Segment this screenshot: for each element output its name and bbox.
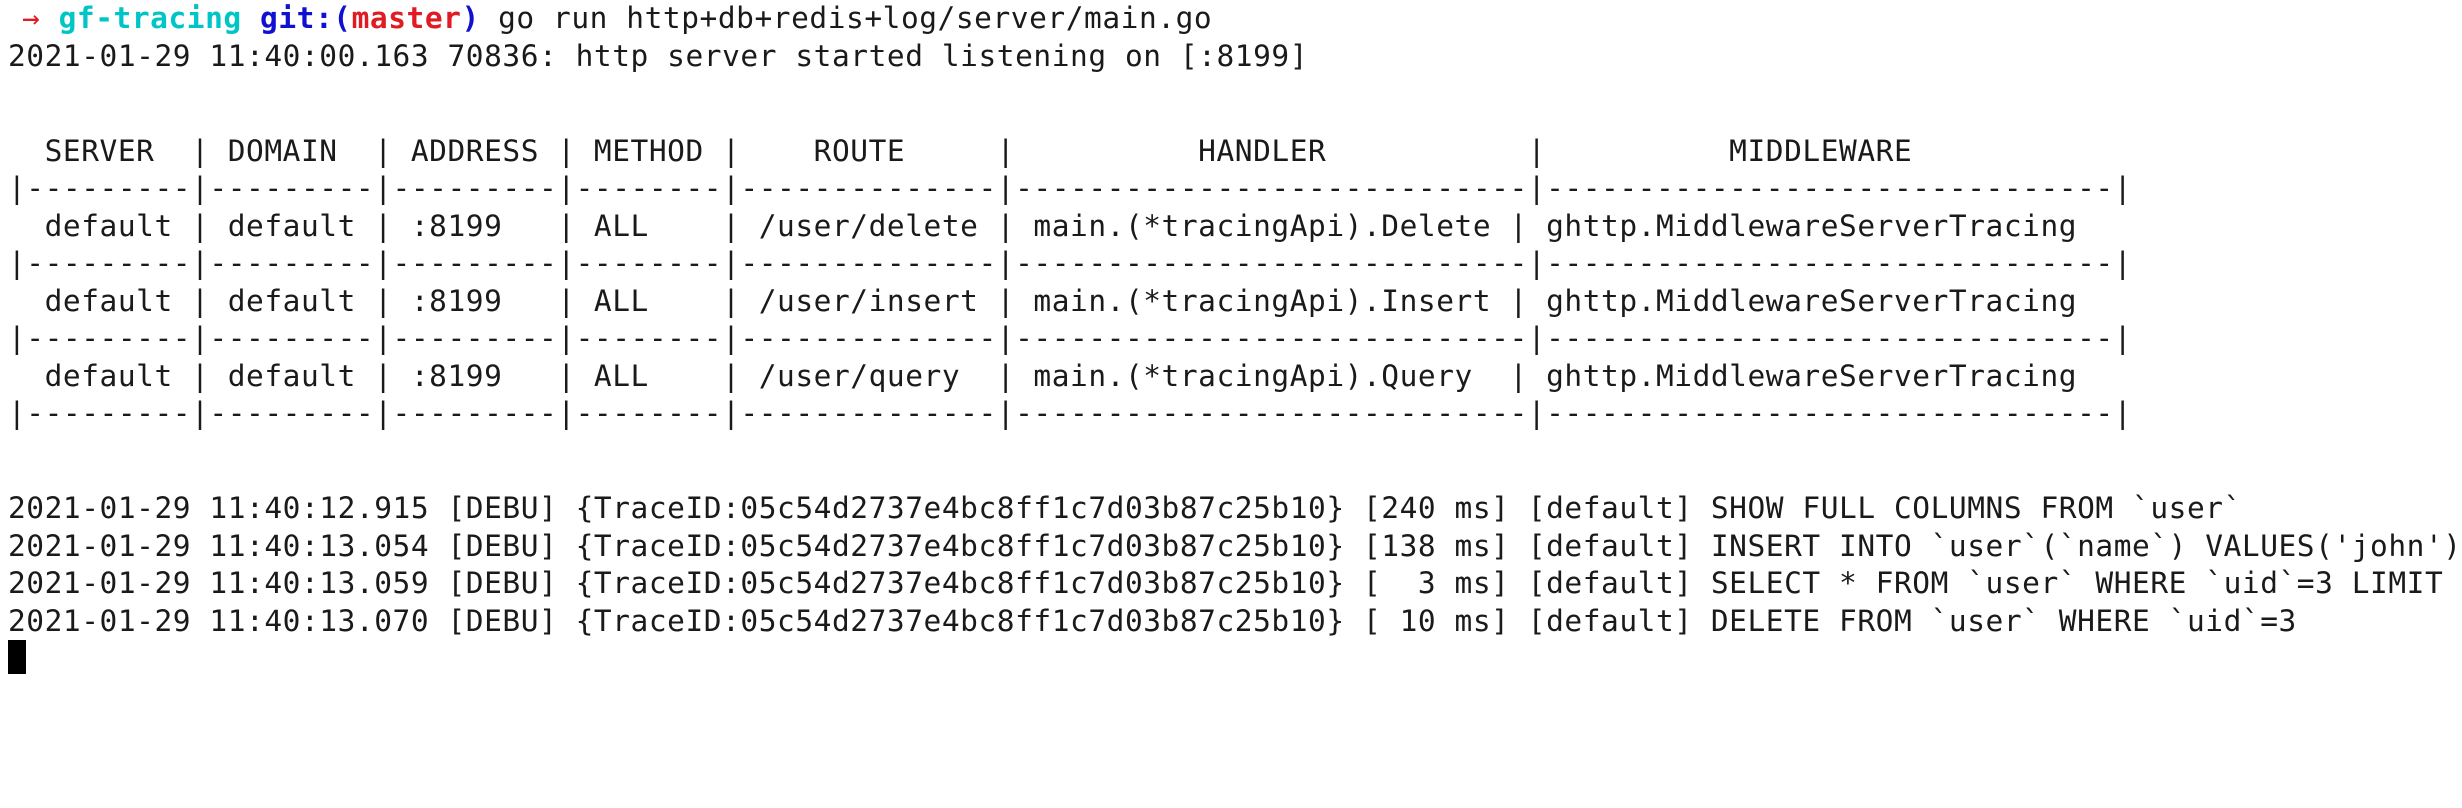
text-cursor[interactable] — [8, 640, 26, 674]
prompt-space-2 — [242, 1, 260, 35]
prompt-space — [40, 1, 58, 35]
prompt-space-3 — [480, 1, 498, 35]
prompt-repo-name: gf-tracing — [58, 1, 242, 35]
prompt-git-prefix: git:( — [260, 1, 352, 35]
route-table-header: SERVER | DOMAIN | ADDRESS | METHOD | ROU… — [8, 133, 2114, 168]
route-table-separator-0: |---------|---------|---------|--------|… — [8, 171, 2133, 205]
log-line: 2021-01-29 11:40:12.915 [DEBU] {TraceID:… — [8, 491, 2242, 525]
log-line: 2021-01-29 11:40:13.070 [DEBU] {TraceID:… — [8, 603, 2297, 638]
route-table-separator-2: |---------|---------|---------|--------|… — [8, 321, 2133, 355]
log-line: 2021-01-29 11:40:13.059 [DEBU] {TraceID:… — [8, 566, 2462, 600]
cursor-row — [0, 640, 2462, 680]
table-row: default | default | :8199 | ALL | /user/… — [8, 283, 2096, 318]
table-row: default | default | :8199 | ALL | /user/… — [8, 208, 2096, 243]
prompt-git-branch: master — [351, 1, 462, 35]
spacer-1b — [0, 113, 2462, 133]
route-table-separator-3: |---------|---------|---------|--------|… — [8, 396, 2133, 430]
log-line: 2021-01-29 11:40:13.054 [DEBU] {TraceID:… — [8, 528, 2462, 563]
spacer-1 — [0, 75, 2462, 113]
server-startup-line: 2021-01-29 11:40:00.163 70836: http serv… — [8, 38, 1309, 73]
table-row: default | default | :8199 | ALL | /user/… — [8, 358, 2096, 393]
spacer-2 — [0, 433, 2462, 471]
prompt-arrow-icon: → — [22, 1, 41, 35]
prompt-git-suffix: ) — [461, 1, 480, 35]
spacer-2b — [0, 470, 2462, 490]
shell-prompt-line: → gf-tracing git:(master) go run http+db… — [0, 0, 2462, 38]
route-table-separator-1: |---------|---------|---------|--------|… — [8, 246, 2133, 280]
prompt-command-text: go run http+db+redis+log/server/main.go — [498, 1, 1213, 35]
